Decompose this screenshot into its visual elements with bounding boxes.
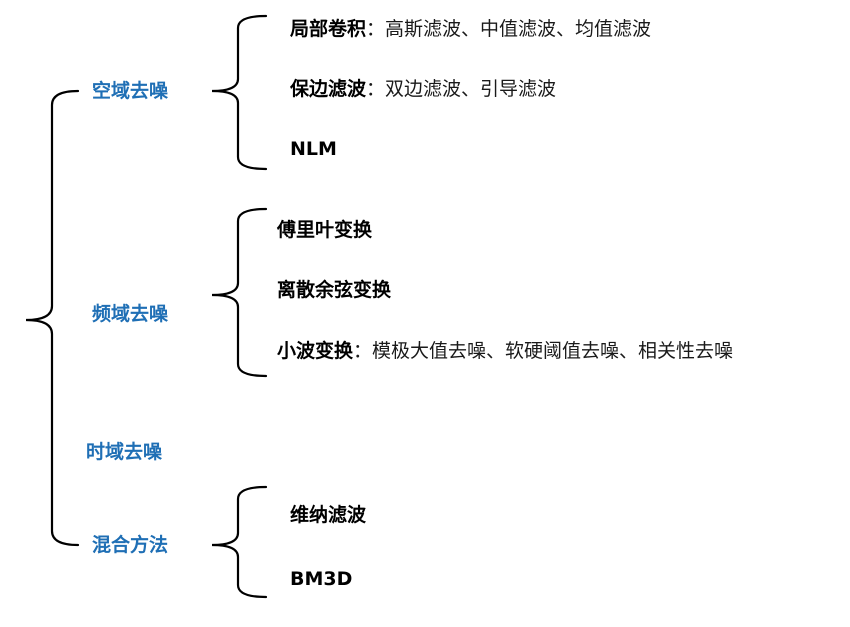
item-nlm: NLM (290, 137, 337, 161)
item-fourier-transform: 傅里叶变换 (277, 218, 372, 242)
item-detail: 双边滤波、引导滤波 (385, 78, 557, 100)
category-spatial: 空域去噪 (92, 80, 169, 102)
item-title: BM3D (290, 568, 353, 590)
main-brace (25, 89, 80, 547)
item-separator: ： (353, 340, 373, 362)
item-separator: ： (366, 18, 386, 40)
item-title: 保边滤波 (290, 78, 367, 100)
hybrid-brace (211, 485, 268, 599)
item-title: 傅里叶变换 (277, 219, 373, 241)
item-title: 维纳滤波 (290, 504, 367, 526)
item-title: 小波变换 (277, 340, 354, 362)
item-separator: ： (366, 78, 386, 100)
spatial-brace (211, 14, 268, 171)
item-local-convolution: 局部卷积：高斯滤波、中值滤波、均值滤波 (290, 17, 651, 41)
item-title: 离散余弦变换 (277, 279, 392, 301)
item-detail: 高斯滤波、中值滤波、均值滤波 (385, 18, 652, 40)
category-hybrid: 混合方法 (92, 534, 169, 556)
item-wavelet-transform: 小波变换：模极大值去噪、软硬阈值去噪、相关性去噪 (277, 339, 733, 363)
item-wiener-filter: 维纳滤波 (290, 503, 366, 527)
item-title: 局部卷积 (290, 18, 367, 40)
category-frequency: 频域去噪 (92, 303, 169, 325)
frequency-brace (211, 207, 268, 378)
item-dct: 离散余弦变换 (277, 278, 391, 302)
item-detail: 模极大值去噪、软硬阈值去噪、相关性去噪 (372, 340, 734, 362)
item-title: NLM (290, 138, 337, 160)
category-temporal: 时域去噪 (86, 441, 163, 463)
item-bm3d: BM3D (290, 567, 352, 591)
item-edge-preserving-filter: 保边滤波：双边滤波、引导滤波 (290, 77, 556, 101)
